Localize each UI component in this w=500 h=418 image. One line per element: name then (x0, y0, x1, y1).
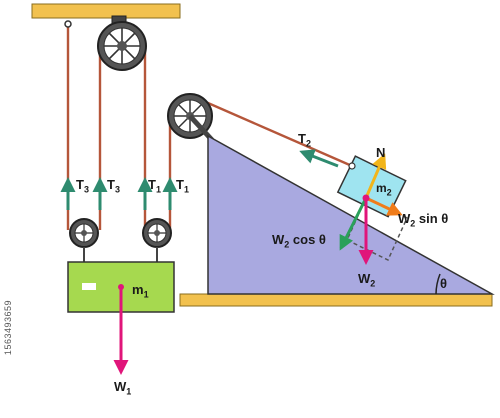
label-t1-right: T1 (176, 177, 189, 195)
label-m1: m1 (132, 282, 149, 300)
pulley-m1-left (69, 218, 99, 262)
mass-m1-tag (82, 283, 96, 290)
theta-arc (435, 273, 441, 295)
floor (179, 293, 493, 307)
incline-plane (207, 134, 495, 295)
w2-cos-arrow (339, 197, 368, 251)
rope-hook-m2 (348, 162, 356, 170)
label-t2: T2 (298, 131, 311, 149)
ceiling-hook (64, 20, 72, 28)
w2-sin-arrow (365, 196, 403, 216)
label-theta: θ (440, 276, 448, 291)
incline-pulley (167, 93, 214, 142)
t2-arrow (299, 149, 339, 168)
normal-arrow (364, 153, 387, 199)
ceiling (31, 3, 181, 19)
label-m2: m2 (376, 181, 392, 198)
label-w2-sin: W2 sin θ (398, 211, 449, 229)
label-w2-cos: W2 cos θ (272, 232, 326, 250)
label-t3-left: T3 (76, 177, 89, 195)
pulley-m1-right (142, 218, 172, 262)
stock-id: 1563493659 (3, 300, 13, 356)
label-t3-right: T3 (107, 177, 120, 195)
label-w1: W1 (114, 379, 132, 397)
mass-m2-center (362, 194, 370, 202)
label-w2: W2 (358, 271, 376, 289)
label-t1-left: T1 (148, 177, 161, 195)
label-normal: N (376, 145, 386, 160)
top-pulley (97, 21, 147, 71)
tension-arrows (60, 149, 339, 210)
